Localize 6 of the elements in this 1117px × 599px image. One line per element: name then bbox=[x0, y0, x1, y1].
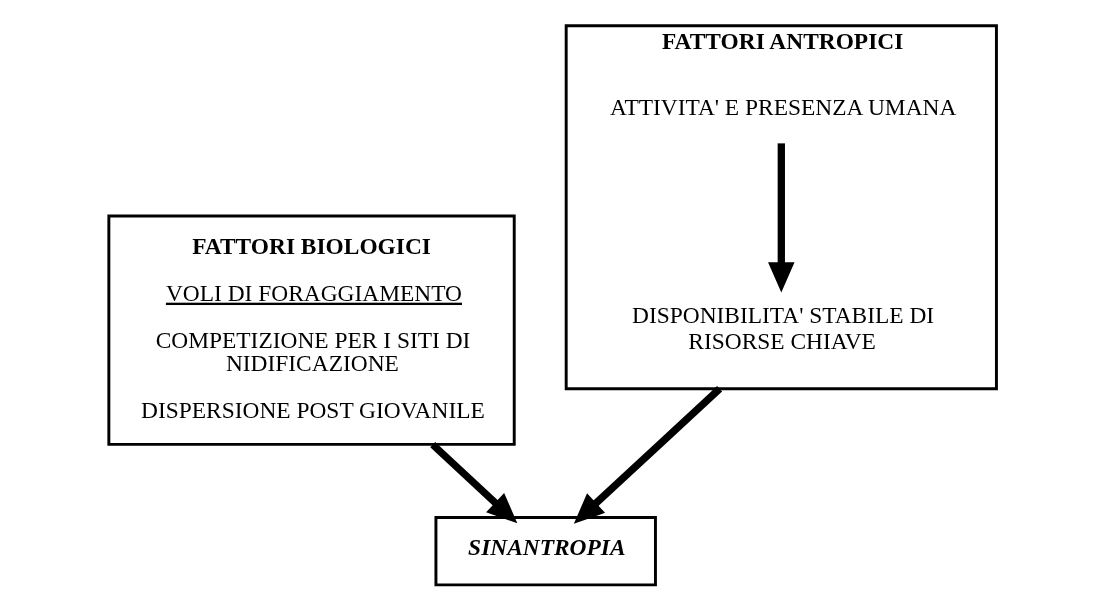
node-box: FATTORI BIOLOGICI VOLI DI FORAGGIAMENTO COMPETIZIONE PER I SITI DI NIDIFICAZIONE DISPERSIONE POST GIOVANILE bbox=[107, 214, 516, 446]
node-text: DISPONIBILITA' STABILE DI RISORSE CHIAVE bbox=[632, 301, 935, 354]
arrow bbox=[573, 386, 723, 524]
node-box: SINANTROPIA bbox=[434, 516, 657, 587]
node-text: ATTIVITA' E PRESENZA UMANA bbox=[610, 93, 957, 120]
arrow bbox=[430, 441, 518, 524]
